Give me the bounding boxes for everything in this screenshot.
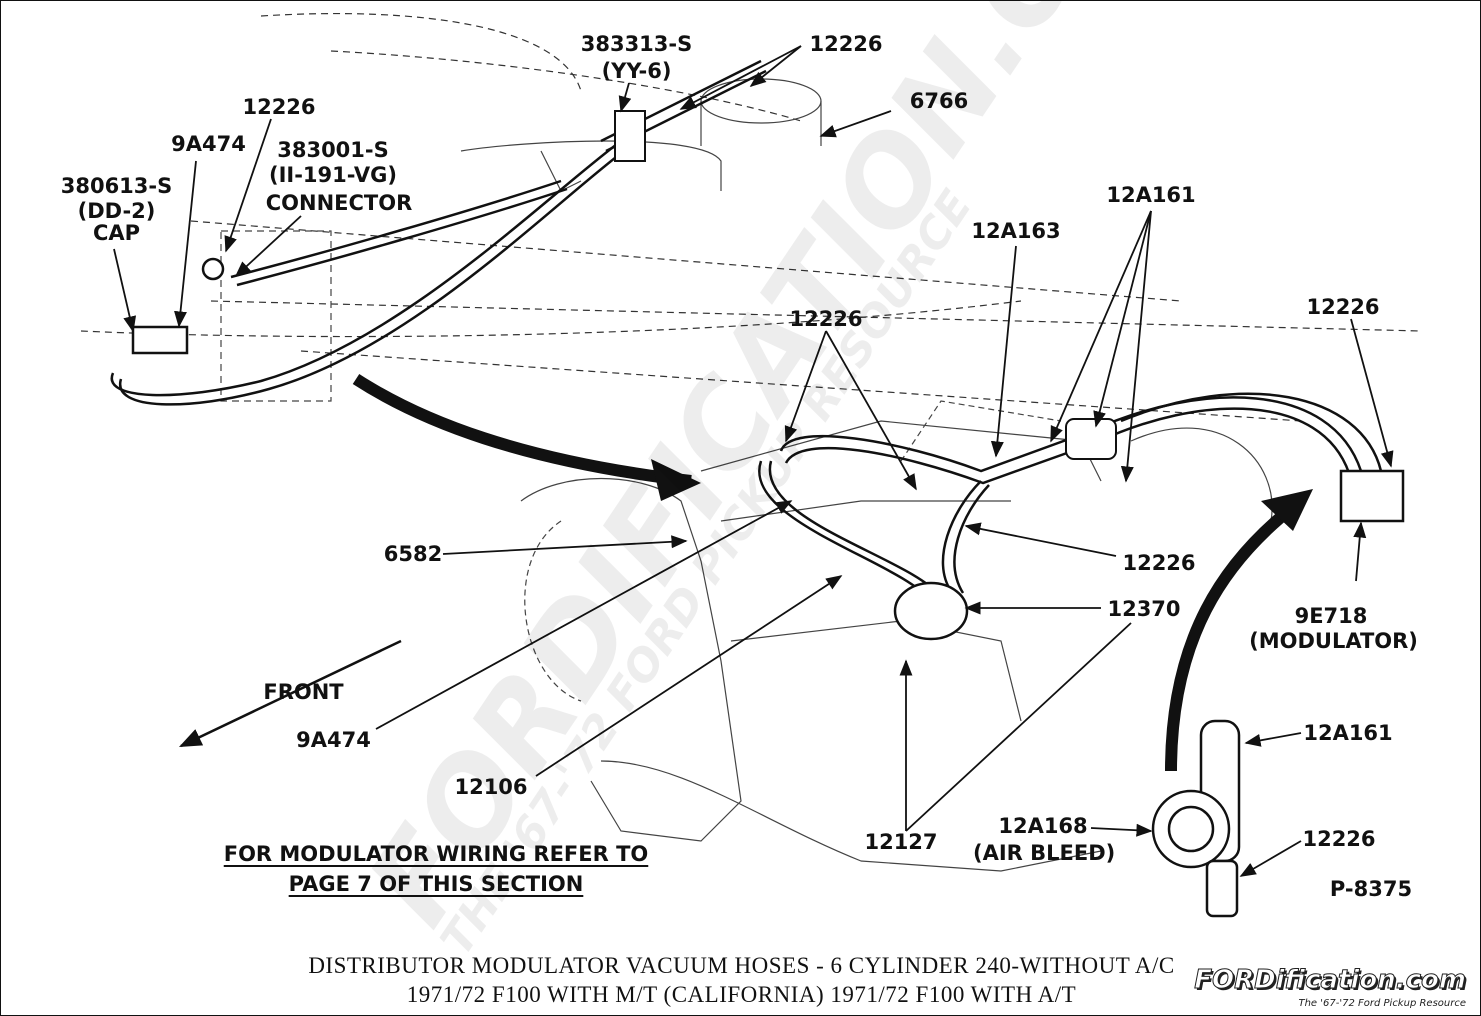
label-modulator-part: 9E718 — [1294, 604, 1368, 628]
reference-note: FOR MODULATOR WIRING REFER TO PAGE 7 OF … — [196, 839, 676, 899]
top-clip-shape — [614, 110, 646, 162]
figure-caption: DISTRIBUTOR MODULATOR VACUUM HOSES - 6 C… — [1, 951, 1480, 1009]
label-bottom-valve: 9A474 — [296, 728, 371, 752]
distributor-shape — [893, 581, 969, 641]
label-cap-part: 380613-S — [60, 174, 173, 198]
label-left-valve: 9A474 — [171, 132, 246, 156]
label-right-hose: 12226 — [1306, 295, 1380, 319]
caption-line-2: 1971/72 F100 WITH M/T (CALIFORNIA) 1971/… — [406, 982, 1077, 1007]
label-connector-part: 383001-S — [277, 138, 389, 162]
label-airbleed-word: (AIR BLEED) — [973, 841, 1116, 865]
caption-line-1: DISTRIBUTOR MODULATOR VACUUM HOSES - 6 C… — [308, 953, 1175, 978]
label-figure-number: P-8375 — [1329, 877, 1413, 901]
label-cap-word: CAP — [92, 221, 141, 245]
label-cap-code: (DD-2) — [77, 199, 156, 223]
front-arrow — [178, 639, 402, 748]
label-connector-code: (II-191-VG) — [268, 163, 398, 187]
cap-shape — [131, 325, 189, 355]
label-top-clip-code: (YY-6) — [601, 59, 672, 83]
curved-arrow-left — [352, 373, 692, 487]
label-distributor: 12106 — [454, 775, 528, 799]
label-distributor-hose: 12370 — [1107, 597, 1181, 621]
label-airbleed-part: 12A168 — [998, 814, 1088, 838]
label-bleed-hose: 12226 — [1302, 827, 1376, 851]
air-bleed-assembly — [1151, 719, 1241, 918]
label-mid-bleed: 12A161 — [1106, 183, 1196, 207]
leader-lines — [113, 45, 1394, 877]
label-mid-hose-1: 12A163 — [971, 219, 1061, 243]
label-bleed-part: 12A161 — [1303, 721, 1393, 745]
vacuum-hoses-top — [110, 59, 767, 406]
label-top-hose: 12226 — [809, 32, 883, 56]
modulator-shape — [1339, 469, 1405, 523]
connector-shape — [201, 257, 225, 281]
label-center-hose: 12226 — [789, 307, 863, 331]
brand-tagline: The '67-'72 Ford Pickup Resource — [1298, 998, 1466, 1009]
air-cleaner-outline — [80, 12, 1422, 422]
label-lower-hose: 12226 — [1122, 551, 1196, 575]
label-distributor-vac: 12127 — [864, 830, 938, 854]
reference-note-line-1: FOR MODULATOR WIRING REFER TO — [223, 842, 649, 866]
reference-note-line-2: PAGE 7 OF THIS SECTION — [288, 872, 584, 896]
label-connector-word: CONNECTOR — [265, 191, 413, 215]
curved-arrow-right — [1165, 496, 1305, 772]
label-front: FRONT — [263, 680, 344, 704]
label-left-hose: 12226 — [242, 95, 316, 119]
inline-bleed-shape — [1065, 418, 1117, 460]
label-top-clip-part: 383313-S — [580, 32, 693, 56]
brand-logo: FORDification.com — [1194, 965, 1467, 996]
label-air-cleaner: 6766 — [909, 89, 969, 113]
label-modulator-word: (MODULATOR) — [1249, 629, 1418, 653]
label-carburetor: 6582 — [383, 542, 443, 566]
